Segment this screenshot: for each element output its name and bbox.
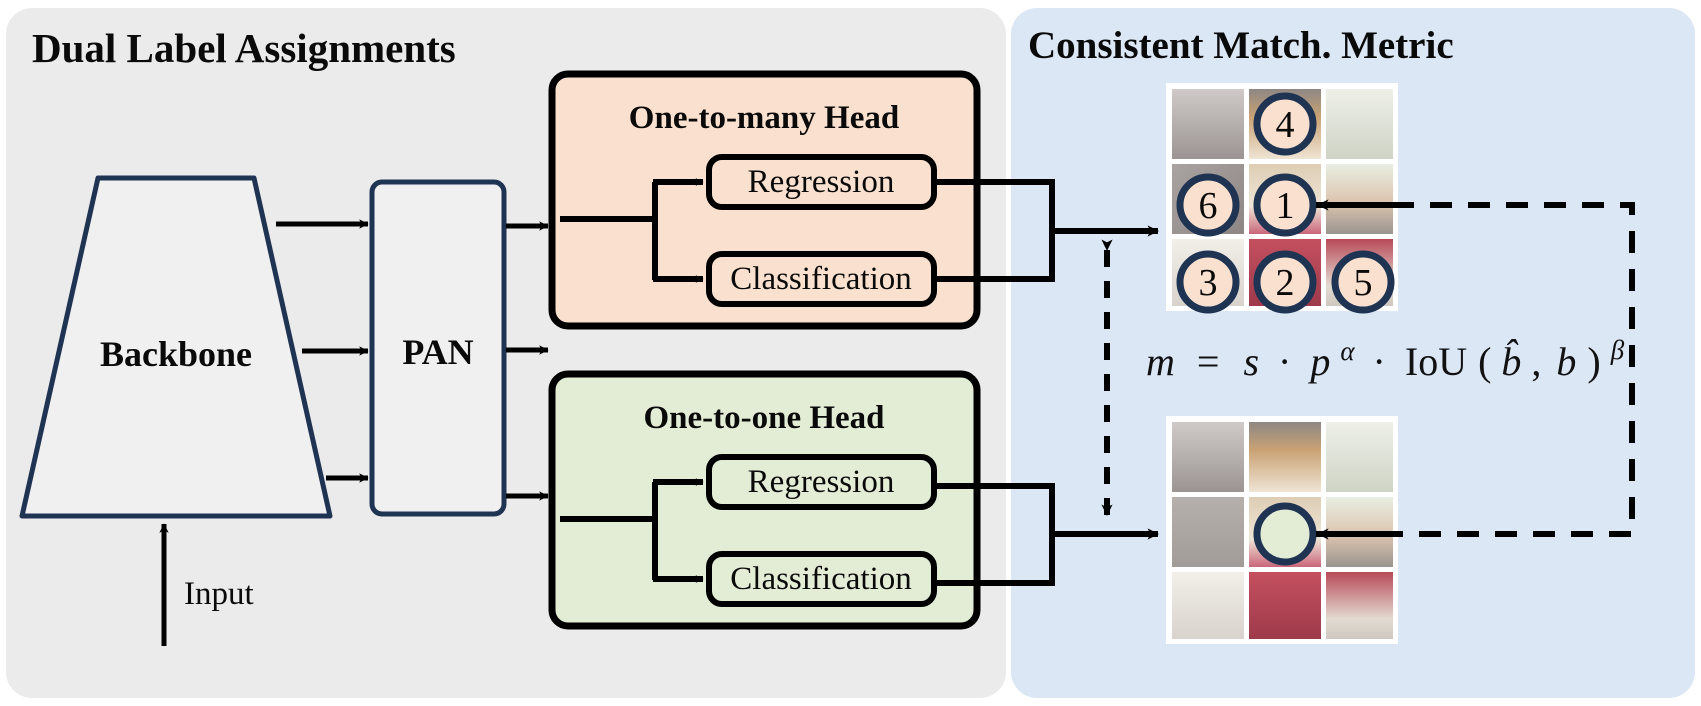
grid-marker-label: 3 xyxy=(1199,262,1218,304)
pan-shape[interactable] xyxy=(369,179,507,517)
grid-marker[interactable]: 3 xyxy=(1176,250,1240,314)
grid-marker[interactable]: 5 xyxy=(1331,250,1395,314)
one-to-many-head-title: One-to-many Head xyxy=(629,100,899,136)
backbone-label: Backbone xyxy=(100,334,252,374)
formula-p: p xyxy=(1307,339,1330,384)
grid-marker-label: 6 xyxy=(1199,185,1218,227)
backbone-shape[interactable] xyxy=(19,175,333,519)
grid-marker-label: 4 xyxy=(1276,104,1295,146)
formula-paren-open: ( xyxy=(1478,339,1491,384)
formula-bhat: b̂ xyxy=(1501,339,1521,384)
formula-beta: β xyxy=(1610,335,1625,365)
formula-s: s xyxy=(1243,339,1259,384)
formula-comma: , xyxy=(1531,339,1541,384)
consistent-match-metric-formula: m = s · p α · IoU ( b̂ , b ) β xyxy=(1146,324,1625,384)
formula-alpha: α xyxy=(1340,336,1355,366)
formula-dot-1: · xyxy=(1278,339,1291,384)
one-to-one-regression-label: Regression xyxy=(748,464,895,500)
one-to-many-regression-label: Regression xyxy=(748,164,895,200)
grid-marker[interactable]: 2 xyxy=(1253,250,1317,314)
left-panel-title: Dual Label Assignments xyxy=(32,25,456,71)
grid-marker[interactable]: 6 xyxy=(1176,173,1240,237)
grid-marker[interactable] xyxy=(1253,502,1317,566)
right-panel-title: Consistent Match. Metric xyxy=(1028,24,1454,67)
formula-equals: = xyxy=(1197,339,1220,384)
metric-feedback-dashed-path xyxy=(1316,202,1635,537)
grid-marker[interactable]: 1 xyxy=(1253,173,1317,237)
grid-marker-label: 5 xyxy=(1354,262,1373,304)
grid-marker-label: 1 xyxy=(1276,185,1295,227)
pan-label: PAN xyxy=(402,332,473,372)
svg-text:m = s ·: m = s · p α · IoU ( b̂ , b ) β xyxy=(1146,324,1625,384)
one-to-one-classification-box[interactable] xyxy=(706,551,937,607)
input-label: Input xyxy=(184,576,254,612)
grid-marker-label: 2 xyxy=(1276,262,1295,304)
formula-paren-close: ) xyxy=(1587,339,1600,384)
one-to-one-assignment-grid[interactable] xyxy=(1166,416,1398,644)
formula-dot-2: · xyxy=(1373,339,1386,384)
formula-m: m xyxy=(1146,339,1175,384)
formula-iou: IoU xyxy=(1405,339,1467,384)
one-to-one-classification-label: Classification xyxy=(730,561,911,597)
one-to-many-split-connector xyxy=(560,182,658,280)
formula-b: b xyxy=(1556,339,1576,384)
one-to-one-regression-box[interactable] xyxy=(706,454,937,510)
grid-marker[interactable]: 4 xyxy=(1253,92,1317,156)
one-to-many-classification-label: Classification xyxy=(730,261,911,297)
one-to-one-split-connector xyxy=(560,482,658,580)
one-to-one-head-title: One-to-one Head xyxy=(643,400,884,436)
